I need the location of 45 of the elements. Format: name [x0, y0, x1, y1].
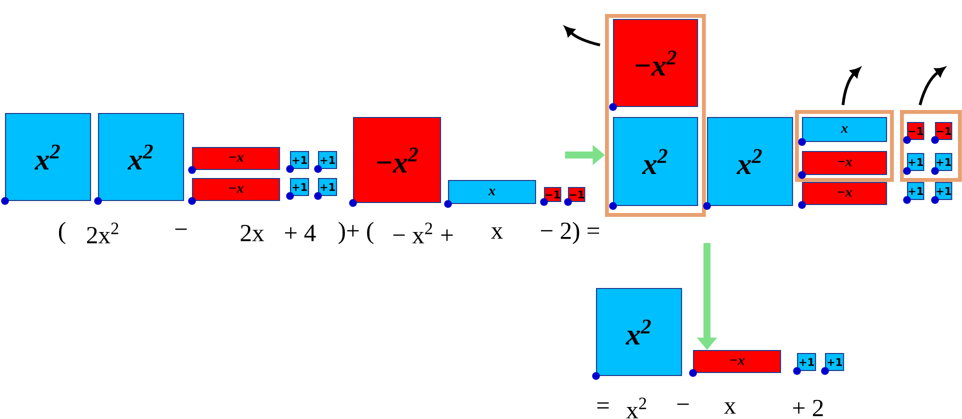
algebra-tile: x$^{2}$	[703, 116, 794, 210]
equation-term: x	[724, 402, 736, 414]
equation-term: 2x	[240, 224, 264, 242]
algebra-tile: −x$^{2}$	[609, 18, 698, 111]
algebra-tile: −x	[689, 350, 782, 377]
algebra-tile: +1	[903, 182, 924, 204]
algebra-tile: +1	[286, 150, 310, 173]
algebra-tile: +1	[903, 152, 924, 175]
algebra-tile: x$^{2}$	[1, 112, 92, 205]
algebra-tile: −1	[931, 122, 952, 144]
algebra-tile: +1	[821, 352, 844, 375]
algebra-tile: −x	[188, 146, 280, 174]
algebra-tile: +1	[931, 182, 952, 204]
algebra-tile: x$^{2}$	[609, 116, 698, 210]
equation-term: + 4	[285, 224, 316, 242]
algebra-tile: −x$^{2}$	[349, 116, 442, 207]
equation-term: −	[677, 404, 689, 405]
algebra-tile: −x	[798, 182, 888, 209]
group-box	[900, 110, 962, 182]
equation-term: − x$^{2}$ +	[393, 222, 453, 244]
algebra-tile: −1	[903, 122, 924, 144]
equation-term: 2x$^{2}$	[87, 222, 118, 244]
algebra-tile: x$^{2}$	[94, 112, 184, 205]
equation-term: x	[491, 227, 503, 239]
algebra-tile: −1	[540, 186, 562, 206]
equation-term: + 2	[793, 400, 823, 416]
equation-term: x$^{2}$	[626, 398, 646, 418]
algebra-tile: x	[444, 180, 536, 208]
algebra-tile: −x	[798, 151, 888, 179]
equation-term: )+ (	[338, 222, 374, 244]
algebra-tile: +1	[793, 352, 816, 375]
equation-term: − 2) =	[540, 222, 600, 244]
algebra-tile: +1	[314, 150, 338, 173]
equation-term: (	[58, 222, 66, 244]
algebra-tile: +1	[286, 178, 310, 200]
algebra-tile: +1	[314, 178, 338, 200]
equation-term: −	[175, 228, 187, 230]
algebra-tile: x	[798, 116, 888, 146]
algebra-tile: −x	[188, 178, 280, 205]
algebra-tile: +1	[931, 152, 952, 175]
group-box	[795, 110, 894, 182]
algebra-tile: −1	[564, 186, 586, 206]
group-box	[605, 14, 706, 217]
algebra-tile: x$^{2}$	[592, 288, 682, 380]
equation-term: =	[597, 402, 609, 408]
